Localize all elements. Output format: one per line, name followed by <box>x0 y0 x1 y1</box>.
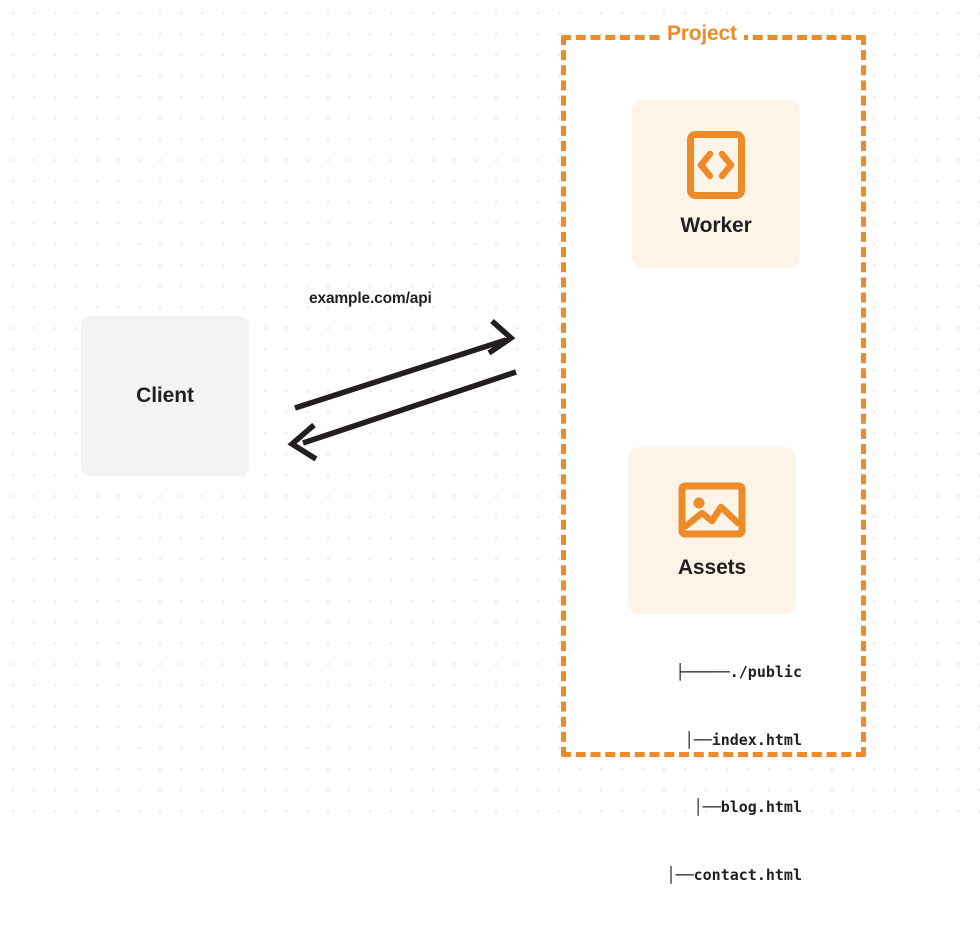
file-tree-branch: │── <box>693 798 721 816</box>
assets-card[interactable]: Assets <box>628 447 796 614</box>
worker-card[interactable]: Worker <box>632 100 800 268</box>
diagram-canvas: Client example.com/api Project Worker <box>0 0 980 884</box>
file-tree-branch: │── <box>684 730 712 749</box>
file-tree-row: │──index.html <box>606 729 802 752</box>
client-node[interactable]: Client <box>81 316 249 476</box>
file-tree-row: │──contact.html <box>606 864 802 887</box>
worker-card-label: Worker <box>680 214 752 237</box>
file-tree-branch: │── <box>666 865 694 884</box>
response-arrow-shaft <box>302 369 517 446</box>
assets-card-label: Assets <box>677 555 747 579</box>
file-tree-name: contact.html <box>693 865 802 884</box>
connection-url-label: example.com/api <box>309 290 432 307</box>
code-brackets-icon <box>686 130 746 200</box>
file-tree-row: │──blog.html <box>606 796 802 819</box>
client-node-label: Client <box>136 384 194 407</box>
file-tree-name: ./public <box>729 663 802 681</box>
request-arrow-head <box>487 318 516 356</box>
request-arrow-shaft <box>294 337 507 411</box>
file-tree-row: ├─────./public <box>606 661 802 684</box>
image-picture-icon <box>678 482 746 538</box>
assets-file-tree: ├─────./public │──index.html │──blog.htm… <box>606 616 802 931</box>
file-tree-name: blog.html <box>720 798 802 816</box>
file-tree-branch: ├───── <box>675 663 730 681</box>
request-response-arrows <box>287 318 517 462</box>
project-boundary-label: Project <box>660 20 744 48</box>
response-arrow-head <box>287 422 318 462</box>
file-tree-name: index.html <box>711 730 802 749</box>
